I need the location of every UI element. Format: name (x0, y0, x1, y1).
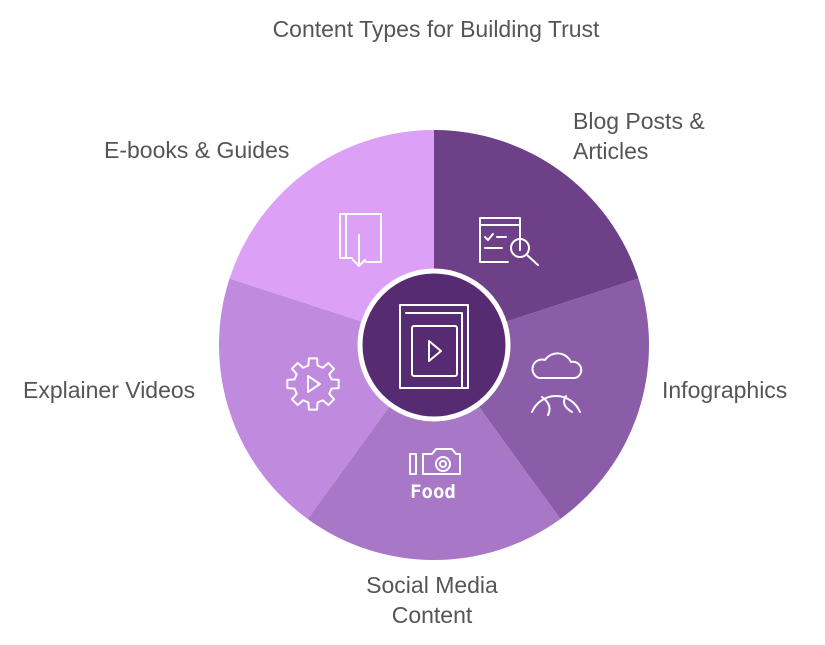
browser-search-icon (479, 217, 539, 266)
segment-blog (434, 130, 639, 323)
book-play-icon (399, 304, 469, 389)
segment-explainer (218, 278, 391, 519)
food-text: Food (410, 481, 456, 503)
camera-food-icon (409, 448, 461, 475)
segment-infographics (477, 278, 650, 519)
label-ebooks-guides: E-books & Guides (104, 137, 290, 163)
label-explainer-videos: Explainer Videos (23, 377, 196, 403)
gear-play-icon (286, 357, 340, 411)
segment-social (307, 404, 561, 560)
segment-ebooks (229, 130, 434, 323)
cloud-globe-icon (531, 352, 583, 416)
label-social-media: Social Media Content (366, 572, 498, 628)
label-infographics: Infographics (662, 377, 788, 403)
book-download-icon (339, 213, 382, 267)
diagram-title: Content Types for Building Trust (272, 16, 600, 42)
label-blog-posts: Blog Posts & Articles (573, 108, 705, 164)
